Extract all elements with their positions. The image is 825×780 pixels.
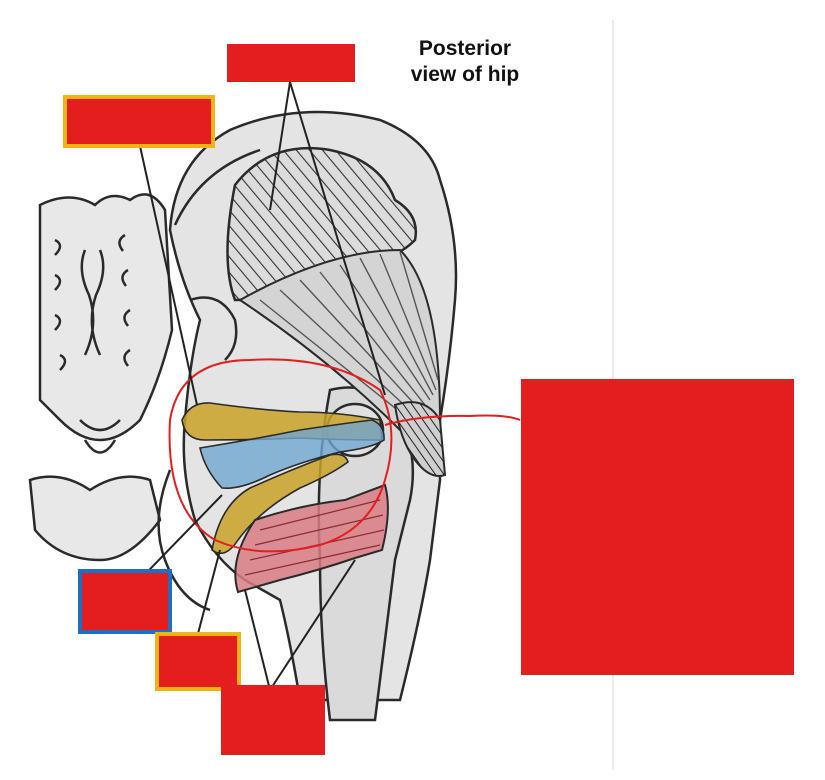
ischiofemoral-ligament <box>199 419 385 490</box>
diagram-title: Posterior view of hip <box>380 36 550 88</box>
label-box-upper-left <box>63 95 215 148</box>
title-line-1: Posterior <box>418 37 512 60</box>
label-box-right-large <box>521 379 794 675</box>
title-line-2: view of hip <box>410 63 520 86</box>
label-box-top <box>227 44 355 82</box>
label-box-lower-left-yellow <box>155 632 241 691</box>
annotation-circle <box>168 358 521 553</box>
pubofemoral-ligament-lower <box>211 453 349 555</box>
quadratus-femoris-muscle <box>234 483 389 594</box>
sacrum <box>38 193 174 454</box>
label-box-lower-left-blue <box>78 569 172 634</box>
label-box-bottom-red <box>221 685 325 755</box>
muscle-fan <box>238 248 447 477</box>
